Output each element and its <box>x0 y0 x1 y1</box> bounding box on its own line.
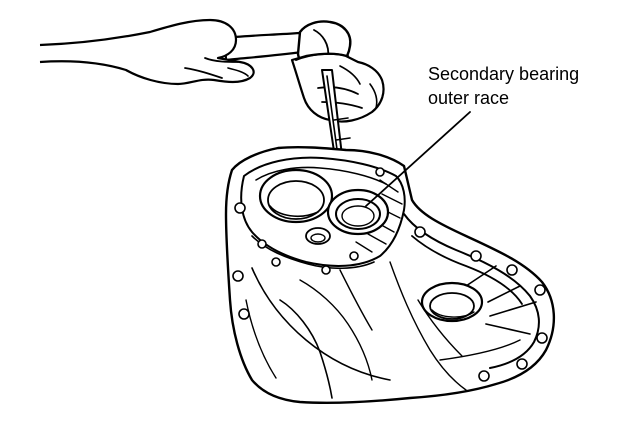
bolt-holes <box>232 167 548 382</box>
hand-holding-hammer <box>39 18 304 86</box>
secondary-bearing-outer-race <box>326 188 390 236</box>
small-bore <box>305 227 331 245</box>
output-bearing-bore <box>420 281 484 323</box>
leader-line <box>365 111 471 207</box>
primary-bearing-bore <box>258 168 334 224</box>
callout: Secondary bearing outer race <box>365 64 579 207</box>
callout-label-line2: outer race <box>428 88 509 108</box>
callout-label-line1: Secondary bearing <box>428 64 579 84</box>
hand-holding-punch <box>290 52 385 123</box>
